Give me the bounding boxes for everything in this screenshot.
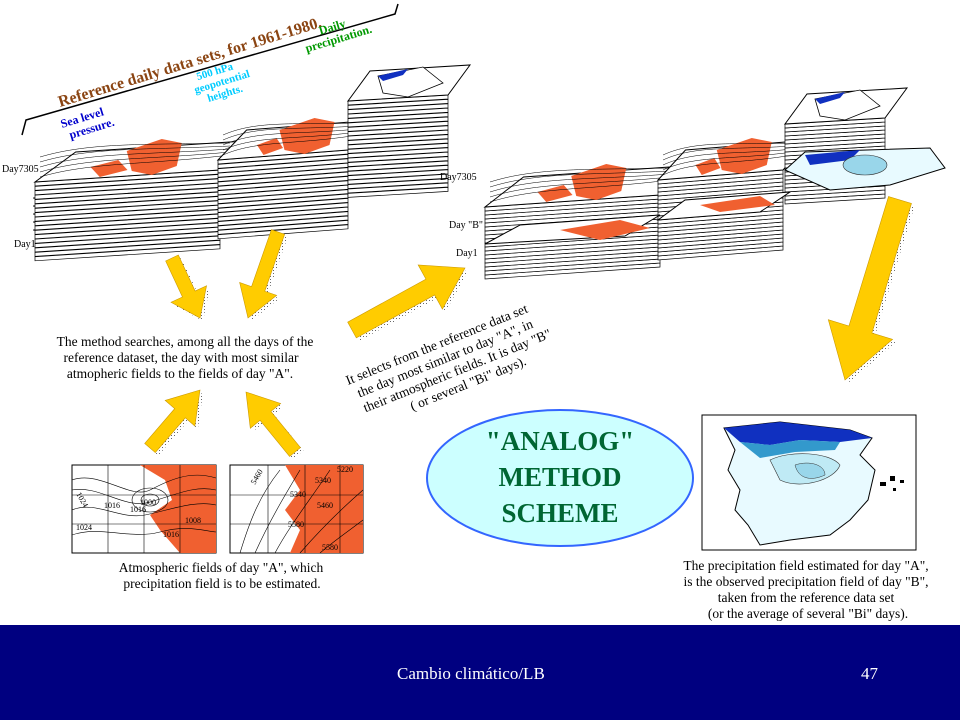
slp-label-6: 1016	[130, 505, 146, 514]
slp-label-5: 1008	[185, 516, 201, 525]
precip-caption-line3: taken from the reference data set	[718, 590, 895, 605]
reference-title: Reference daily data sets, for 1961-1980…	[56, 14, 323, 111]
precip-caption-line1: The precipitation field estimated for da…	[683, 558, 928, 573]
z500-label-5: 5460	[317, 501, 333, 510]
z500-label-3: 5220	[337, 465, 353, 474]
ellipse-line1: "ANALOG"	[486, 426, 635, 456]
slp-label-7: 1016	[163, 530, 179, 539]
stack-slp	[33, 139, 263, 262]
slp-label-3: 1024	[76, 523, 92, 532]
slp-label-4: 1000	[140, 498, 156, 507]
reference-stacks-left	[33, 64, 472, 262]
fields-caption: Atmospheric fields of day "A", which pre…	[119, 560, 324, 591]
title-bracket	[21, 3, 399, 136]
z500-label-7: 5580	[322, 543, 338, 552]
fields-caption-line1: Atmospheric fields of day "A", which	[119, 560, 324, 575]
left-day-dots	[33, 197, 35, 231]
diagram-svg: Reference daily data sets, for 1961-1980…	[2, 3, 946, 621]
search-text-line1: The method searches, among all the days …	[57, 334, 314, 349]
arrow-up-right	[245, 391, 304, 460]
arrow-up-left	[144, 389, 203, 456]
diagram-canvas: Reference daily data sets, for 1961-1980…	[2, 3, 946, 621]
footer-bar	[0, 625, 960, 720]
z500-label-6: 5580	[288, 520, 304, 529]
left-day-bottom: Day1	[14, 239, 36, 250]
search-text-line3: atmopheric fields to the fields of day "…	[67, 366, 293, 381]
precip-estimate-map	[701, 414, 917, 551]
reference-stacks-right	[483, 87, 946, 280]
arrow-down-right	[239, 229, 288, 321]
right-day-top: Day7305	[440, 172, 477, 183]
day-a-slp-map: 1024 1016 1024 1000 1008 1016 1016	[71, 464, 217, 554]
left-day-top: Day7305	[2, 164, 39, 175]
ellipse-line3: SCHEME	[501, 498, 618, 528]
footer-text: Cambio climático/LB	[397, 664, 545, 683]
slp-label-2: 1016	[104, 501, 120, 510]
arrow-to-right-stacks	[347, 264, 468, 341]
arrow-to-precip-map	[827, 196, 915, 383]
precip-caption: The precipitation field estimated for da…	[683, 558, 928, 621]
ellipse-line2: METHOD	[498, 462, 621, 492]
page-number: 47	[861, 664, 878, 683]
arrows	[144, 196, 915, 460]
right-day-bottom: Day1	[456, 248, 478, 259]
fields-caption-line2: precipitation field is to be estimated.	[123, 576, 320, 591]
right-day-b: Day "B"	[449, 220, 483, 231]
arrow-down-left	[165, 254, 210, 321]
stack-z500	[216, 118, 378, 240]
search-text-line2: reference dataset, the day with most sim…	[63, 350, 299, 365]
day-a-z500-map: 5460 5340 5220 5340 5460 5580 5580	[229, 464, 364, 554]
stack-precip	[346, 64, 472, 198]
day-b-highlight	[484, 147, 946, 245]
z500-label-2: 5340	[290, 490, 306, 499]
precip-caption-line4: (or the average of several "Bi" days).	[708, 606, 908, 621]
analog-method-ellipse: "ANALOG" METHOD SCHEME	[426, 409, 694, 547]
precip-caption-line2: is the observed precipitation field of d…	[684, 574, 929, 589]
right-stack-z500	[656, 138, 812, 261]
label-z500: 500 hPa geopotential heights.	[193, 61, 251, 105]
search-text: The method searches, among all the days …	[57, 334, 314, 381]
z500-label-4: 5340	[315, 476, 331, 485]
